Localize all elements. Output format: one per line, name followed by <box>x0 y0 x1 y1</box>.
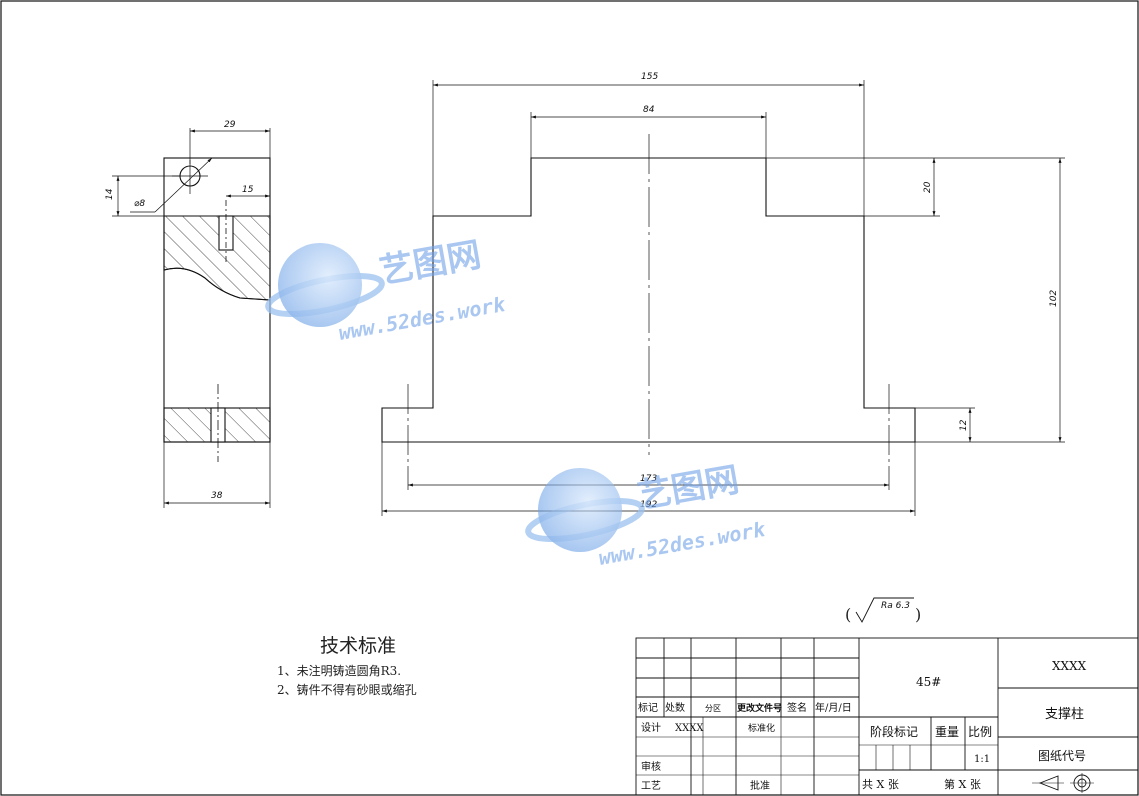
notes-title: 技术标准 <box>320 635 396 657</box>
rev-header-date: 年/月/日 <box>815 701 852 714</box>
watermark-logo-icon <box>525 468 645 552</box>
standardize-label: 标准化 <box>748 722 775 734</box>
stage-label: 阶段标记 <box>870 724 918 739</box>
sheets-total: 共 X 张 <box>862 778 899 791</box>
title-block <box>635 637 1139 796</box>
dim-side-hole-dia: ⌀8 <box>134 199 145 209</box>
projection-symbol-icon <box>1032 773 1094 793</box>
dim-front-total-height: 102 <box>1049 290 1059 307</box>
approve-label: 批准 <box>750 779 770 792</box>
weight-label: 重量 <box>935 725 959 739</box>
rev-header-count: 处数 <box>665 701 685 714</box>
scale-label: 比例 <box>968 725 992 739</box>
review-label: 审核 <box>641 760 661 773</box>
part-title: 支撑柱 <box>1045 707 1084 722</box>
dim-side-hole-offset: 14 <box>105 188 115 200</box>
dim-front-base-height: 12 <box>959 419 969 431</box>
dim-side-width-bottom: 38 <box>211 491 223 501</box>
dim-front-inner-top: 84 <box>643 105 655 115</box>
side-view <box>112 128 271 508</box>
rev-header-docno: 更改文件号 <box>737 702 782 714</box>
sheet-number: 第 X 张 <box>944 777 981 791</box>
watermark-logo-icon <box>265 243 385 327</box>
front-view <box>381 80 1065 516</box>
dim-front-hole-spacing: 173 <box>640 474 657 484</box>
rev-header-sign: 签名 <box>787 701 807 714</box>
design-value: XXXX <box>675 723 704 734</box>
dim-front-overall-top: 155 <box>641 72 658 82</box>
dim-side-width-top: 29 <box>224 120 236 130</box>
dim-front-base-width: 192 <box>640 500 657 510</box>
scale-value: 1:1 <box>974 754 990 765</box>
dim-side-slot: 15 <box>242 185 254 195</box>
side-view-outline <box>163 157 271 443</box>
note-item-2: 2、铸件不得有砂眼或缩孔 <box>277 682 417 697</box>
drawing-number-label: 图纸代号 <box>1038 749 1086 763</box>
material-value: 45# <box>916 675 941 689</box>
watermark-brand: 艺图网 <box>635 460 742 517</box>
design-label: 设计 <box>641 721 661 734</box>
watermark-brand: 艺图网 <box>377 235 484 292</box>
dim-front-step-height: 20 <box>923 181 933 193</box>
process-label: 工艺 <box>641 780 661 792</box>
roughness-value: Ra 6.3 <box>881 601 910 611</box>
rev-header-mark: 标记 <box>638 702 658 714</box>
roughness-paren-close: ) <box>915 605 921 624</box>
rev-header-zone: 分区 <box>705 704 721 713</box>
company-name: XXXX <box>1052 659 1087 673</box>
roughness-symbol <box>855 597 914 623</box>
roughness-paren-open: ( <box>845 605 851 624</box>
note-item-1: 1、未注明铸造圆角R3. <box>277 663 401 678</box>
